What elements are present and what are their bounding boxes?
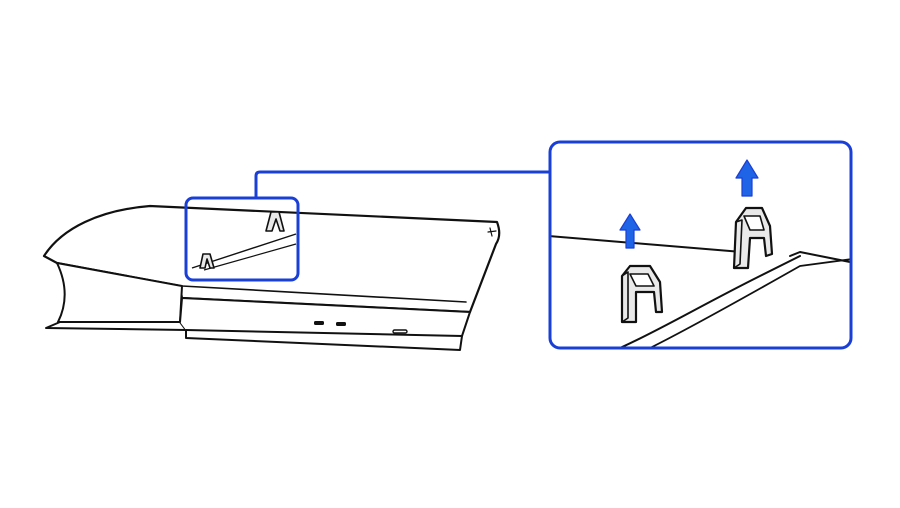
console-base-right [179, 297, 471, 337]
small-tab-left [199, 253, 215, 269]
detail-tab-left [620, 264, 664, 324]
ps-logo-icon [487, 227, 497, 237]
power-button [392, 329, 408, 334]
up-arrow-icon [735, 159, 759, 197]
highlight-box-detail [548, 140, 853, 350]
console-top-cover [42, 204, 501, 314]
detail-cover-edge [619, 255, 801, 348]
detail-top-seam [550, 235, 743, 253]
console-tabs-area [191, 211, 297, 271]
console-illustration [42, 204, 501, 351]
console-base-line [185, 329, 463, 351]
console-base [45, 321, 187, 331]
detail-tab-right [732, 206, 774, 270]
up-arrow-icon [619, 213, 641, 249]
usb-port-1 [314, 321, 324, 325]
usb-port-2 [336, 322, 346, 326]
small-tab-right [265, 211, 285, 232]
highlight-box-small [184, 196, 300, 282]
detail-callout [548, 140, 853, 350]
callout-connector [254, 170, 550, 198]
